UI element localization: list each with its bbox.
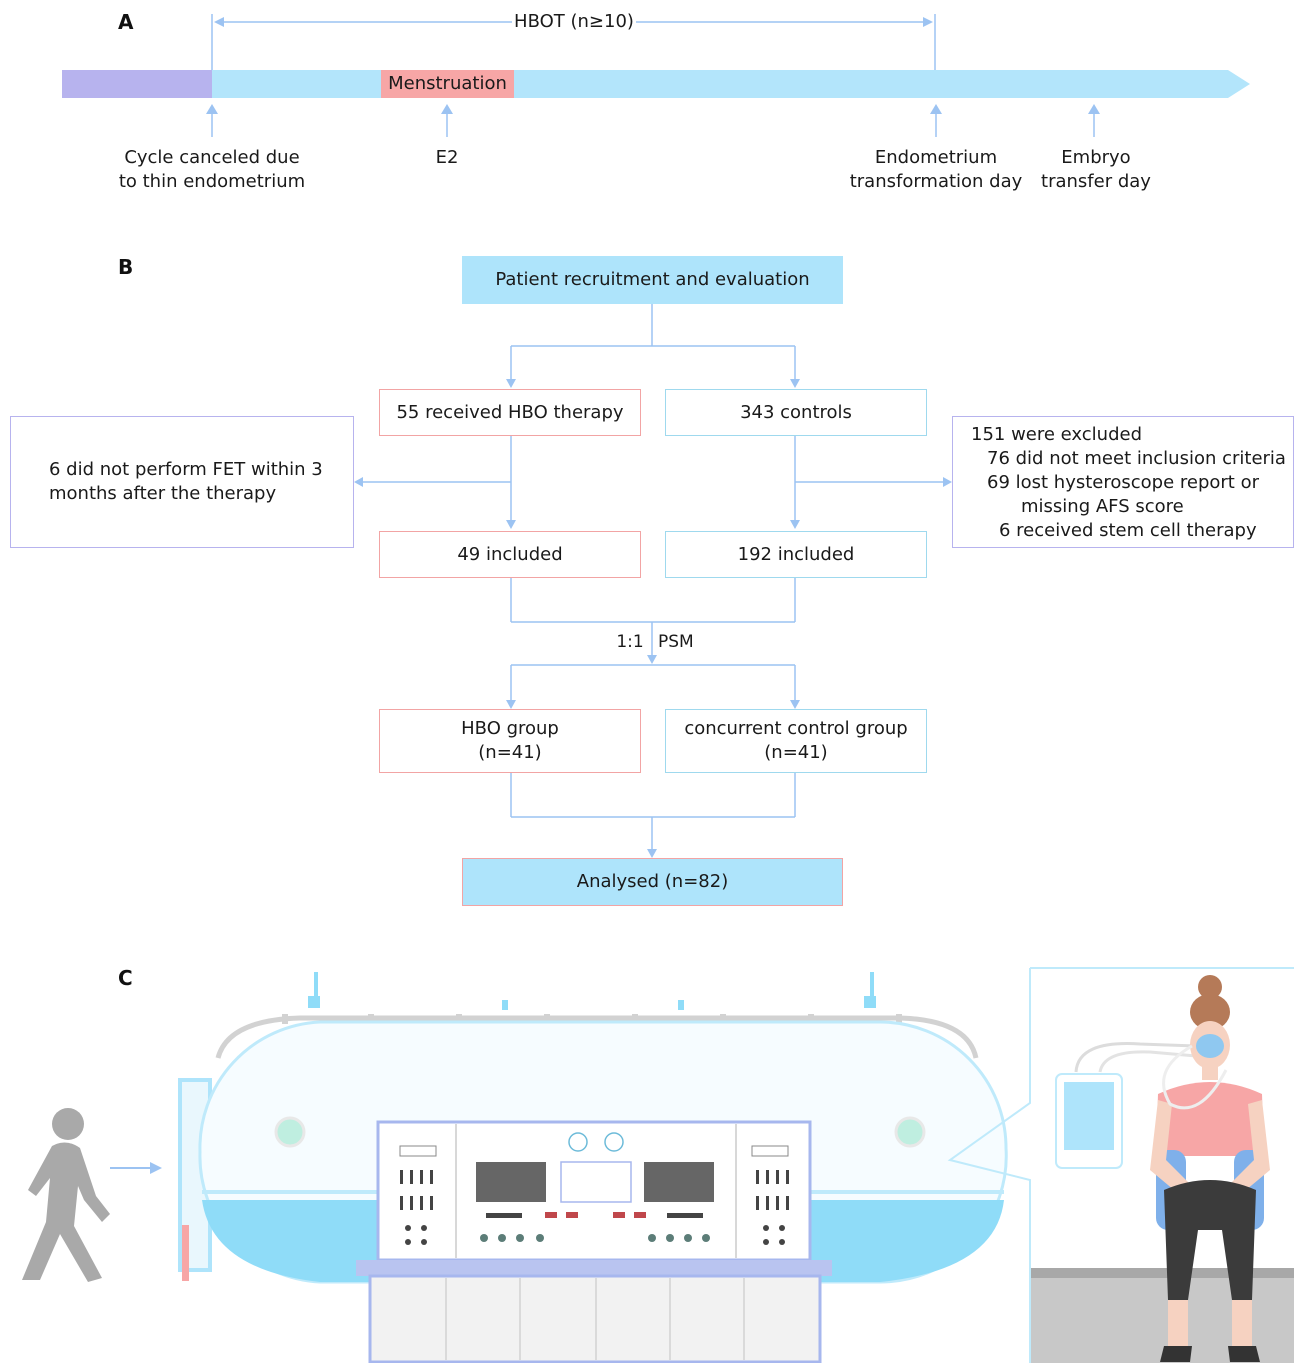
hbo-included-box: 49 included [379,531,641,578]
control-group-box: concurrent control group (n=41) [665,709,927,773]
control-included-box: 192 included [665,531,927,578]
marker-arrow-e2 [441,104,453,114]
seated-patient-figure [1150,975,1270,1362]
panel-label-b: B [118,255,134,279]
timeline [62,70,1250,98]
hbot-arrow-left [214,17,224,27]
psm-ratio: 1:1 [616,632,644,652]
excluded-afs: missing AFS score [1021,496,1184,517]
panel-label-a: A [118,10,134,34]
psm-label: PSM [658,632,694,652]
marker-label-cycle-canceled: Cycle canceled due to thin endometrium [118,147,306,192]
marker-arrow-endometrium [930,104,942,114]
marker-arrow-cycle [206,104,218,114]
excluded-stem-cell: 6 received stem cell therapy [999,520,1257,541]
controls-box: 343 controls [665,389,927,436]
timeline-start-segment [62,70,212,98]
flow-connectors [362,304,944,851]
panel-label-c: C [118,966,133,990]
excluded-hysteroscope: 69 lost hysteroscope report or [987,472,1260,493]
excluded-total: 151 were excluded [971,424,1142,445]
hbot-duration-label: HBOT (n≥10) [514,11,634,32]
hbot-arrow-right [923,17,933,27]
left-exclusion-box: 6 did not perform FET within 3 months af… [10,416,354,548]
marker-arrow-embryo [1088,104,1100,114]
hyperbaric-chamber-illustration [22,967,1294,1363]
hbot-span [211,14,936,70]
marker-label-e2: E2 [435,147,459,168]
excluded-criteria: 76 did not meet inclusion criteria [987,448,1286,469]
menstruation-segment [381,70,514,98]
right-exclusion-box: 151 were excluded 76 did not meet inclus… [952,416,1294,548]
recruitment-box: Patient recruitment and evaluation [462,256,843,304]
timeline-markers [211,110,1095,137]
marker-label-endometrium: Endometrium transformation day [849,147,1023,192]
hbo-group-box: HBO group (n=41) [379,709,641,773]
timeline-main-segment [212,70,1250,98]
marker-label-embryo: Embryo transfer day [1041,147,1151,192]
walking-person-icon [22,1108,110,1282]
hbo-received-box: 55 received HBO therapy [379,389,641,436]
analysed-box: Analysed (n=82) [462,858,843,906]
menstruation-label: Menstruation [388,73,507,94]
flow-arrowheads [354,379,952,858]
